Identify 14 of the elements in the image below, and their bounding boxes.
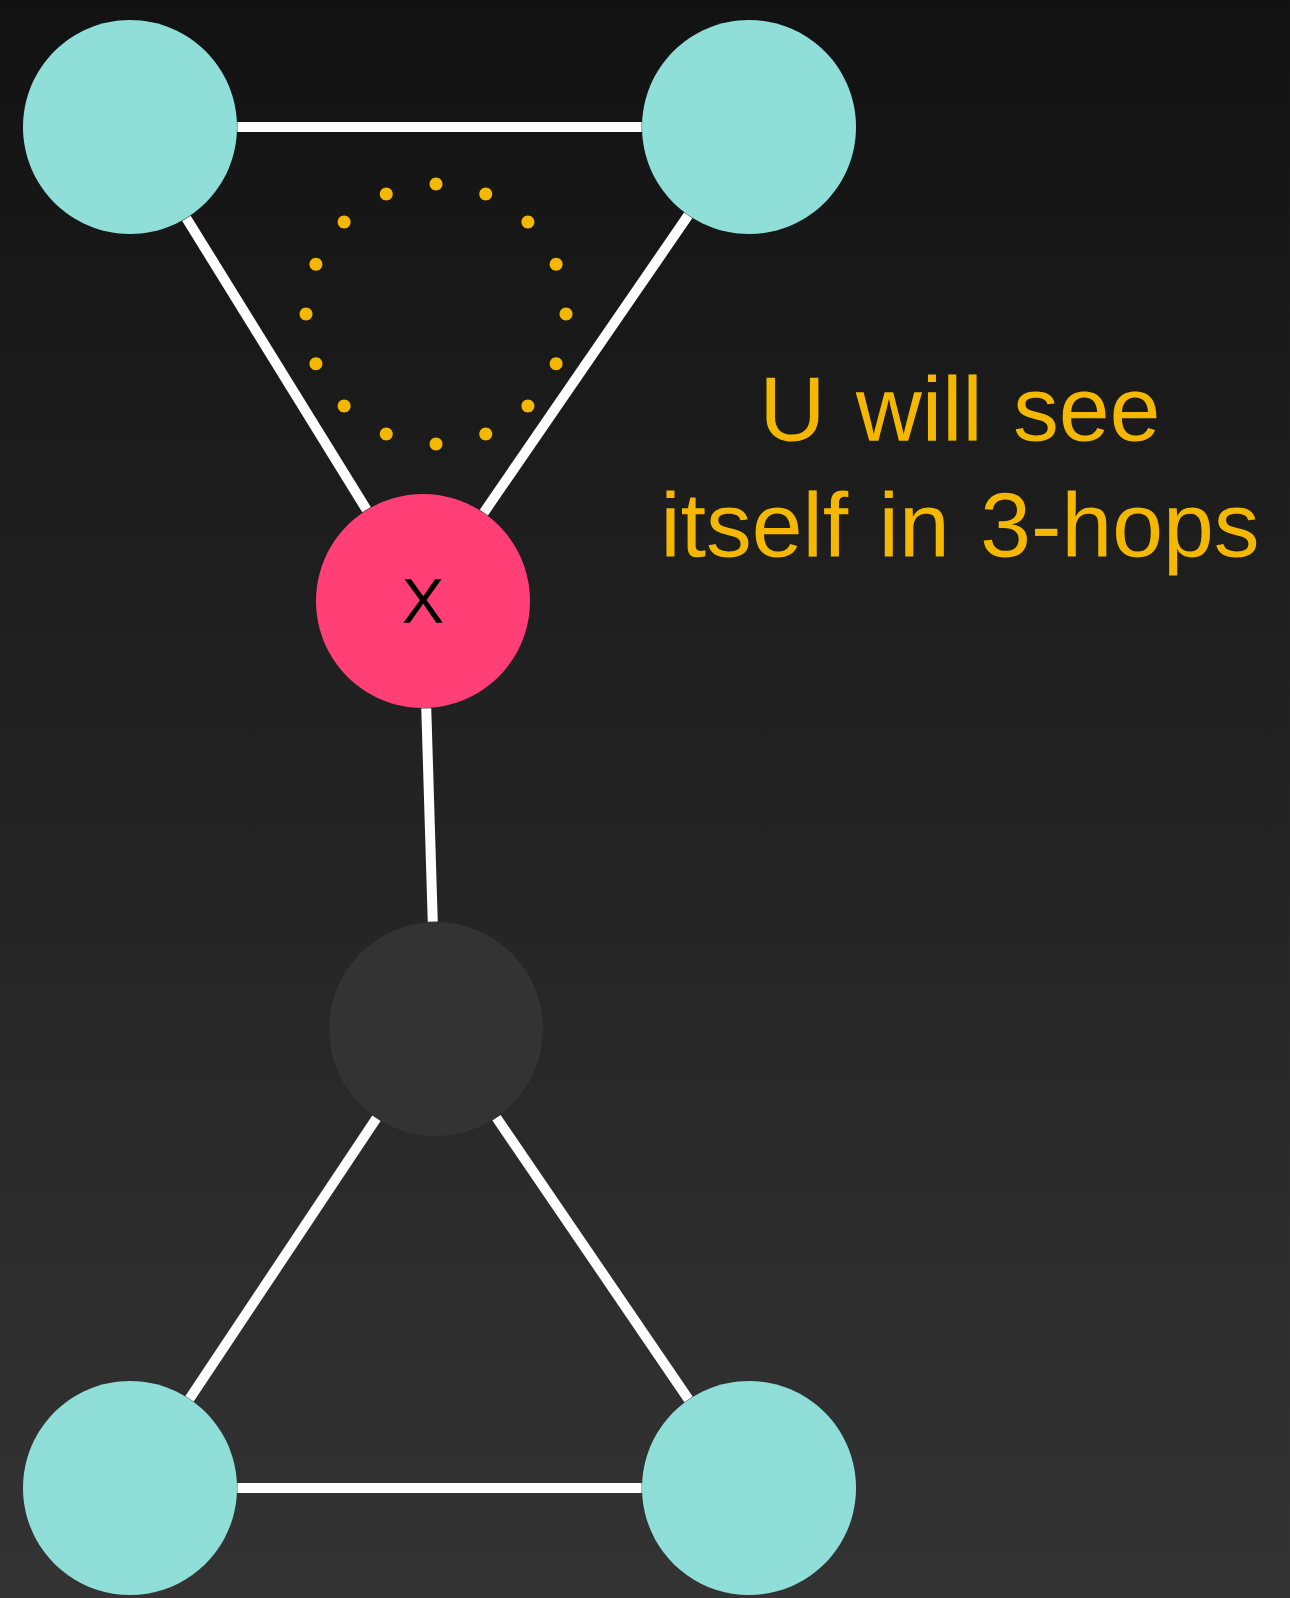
- edge-line: [237, 122, 642, 132]
- edge-line: [479, 212, 693, 516]
- graph-node: [642, 20, 856, 234]
- edge-line: [182, 215, 371, 513]
- edge-line: [185, 1115, 381, 1402]
- graph-node: [642, 1381, 856, 1595]
- highlighted-node: X: [316, 494, 530, 708]
- edge-line: [421, 708, 438, 922]
- graph-node: [23, 20, 237, 234]
- edge-line: [492, 1114, 693, 1403]
- annotation-text: U will see itself in 3-hops: [666, 374, 1257, 576]
- edge-line: [237, 1483, 642, 1493]
- graph-node: [329, 922, 543, 1136]
- graph-node: [23, 1381, 237, 1595]
